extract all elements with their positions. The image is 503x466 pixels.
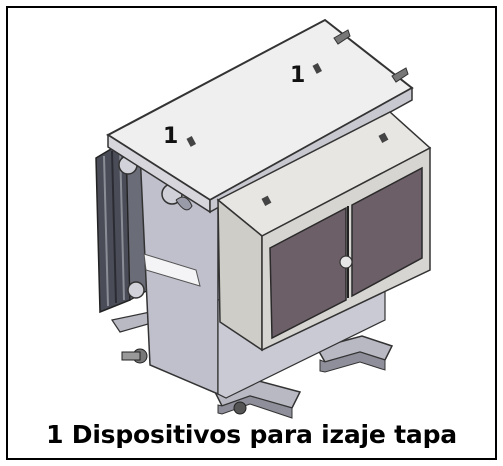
drain-valve-icon (233, 401, 247, 415)
figure-caption: 1 Dispositivos para izaje tapa (46, 420, 457, 449)
cabinet-door-left (269, 206, 347, 340)
cabinet-door-right (351, 166, 423, 298)
door-handle-icon (339, 255, 353, 269)
lifting-lug-icon (186, 136, 196, 147)
terminal-cabinet (216, 111, 432, 352)
marker-right-label: 1 (290, 63, 305, 88)
marker-left-label: 1 (163, 124, 178, 149)
lifting-lug-icon (312, 63, 322, 74)
